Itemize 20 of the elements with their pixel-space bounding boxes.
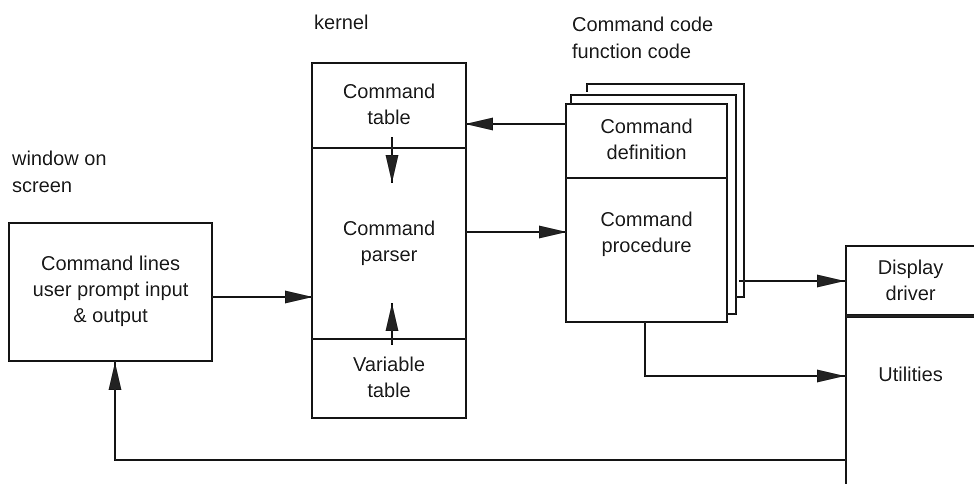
arrow [108, 362, 845, 461]
empty-box [845, 245, 974, 484]
heading-label: Command code function code [572, 13, 714, 65]
arrow [465, 226, 567, 238]
heading-label: window on screen [12, 147, 108, 199]
arrow [386, 303, 398, 345]
box-label: Command parser [342, 216, 436, 268]
box-label: Command procedure [599, 208, 694, 259]
arrow [739, 274, 845, 288]
box-label: Variable table [352, 352, 426, 404]
box-label: Utilities [877, 363, 944, 388]
arrow [465, 118, 567, 130]
arrow [644, 321, 845, 382]
box-label: Command definition [599, 115, 694, 166]
box-label: Display driver [876, 256, 944, 306]
arrow [213, 290, 313, 304]
box-label: Command table [342, 80, 436, 130]
heading-label: kernel [314, 11, 370, 36]
arrow [386, 137, 398, 183]
box-label: Command lines user prompt input & output [32, 252, 190, 329]
